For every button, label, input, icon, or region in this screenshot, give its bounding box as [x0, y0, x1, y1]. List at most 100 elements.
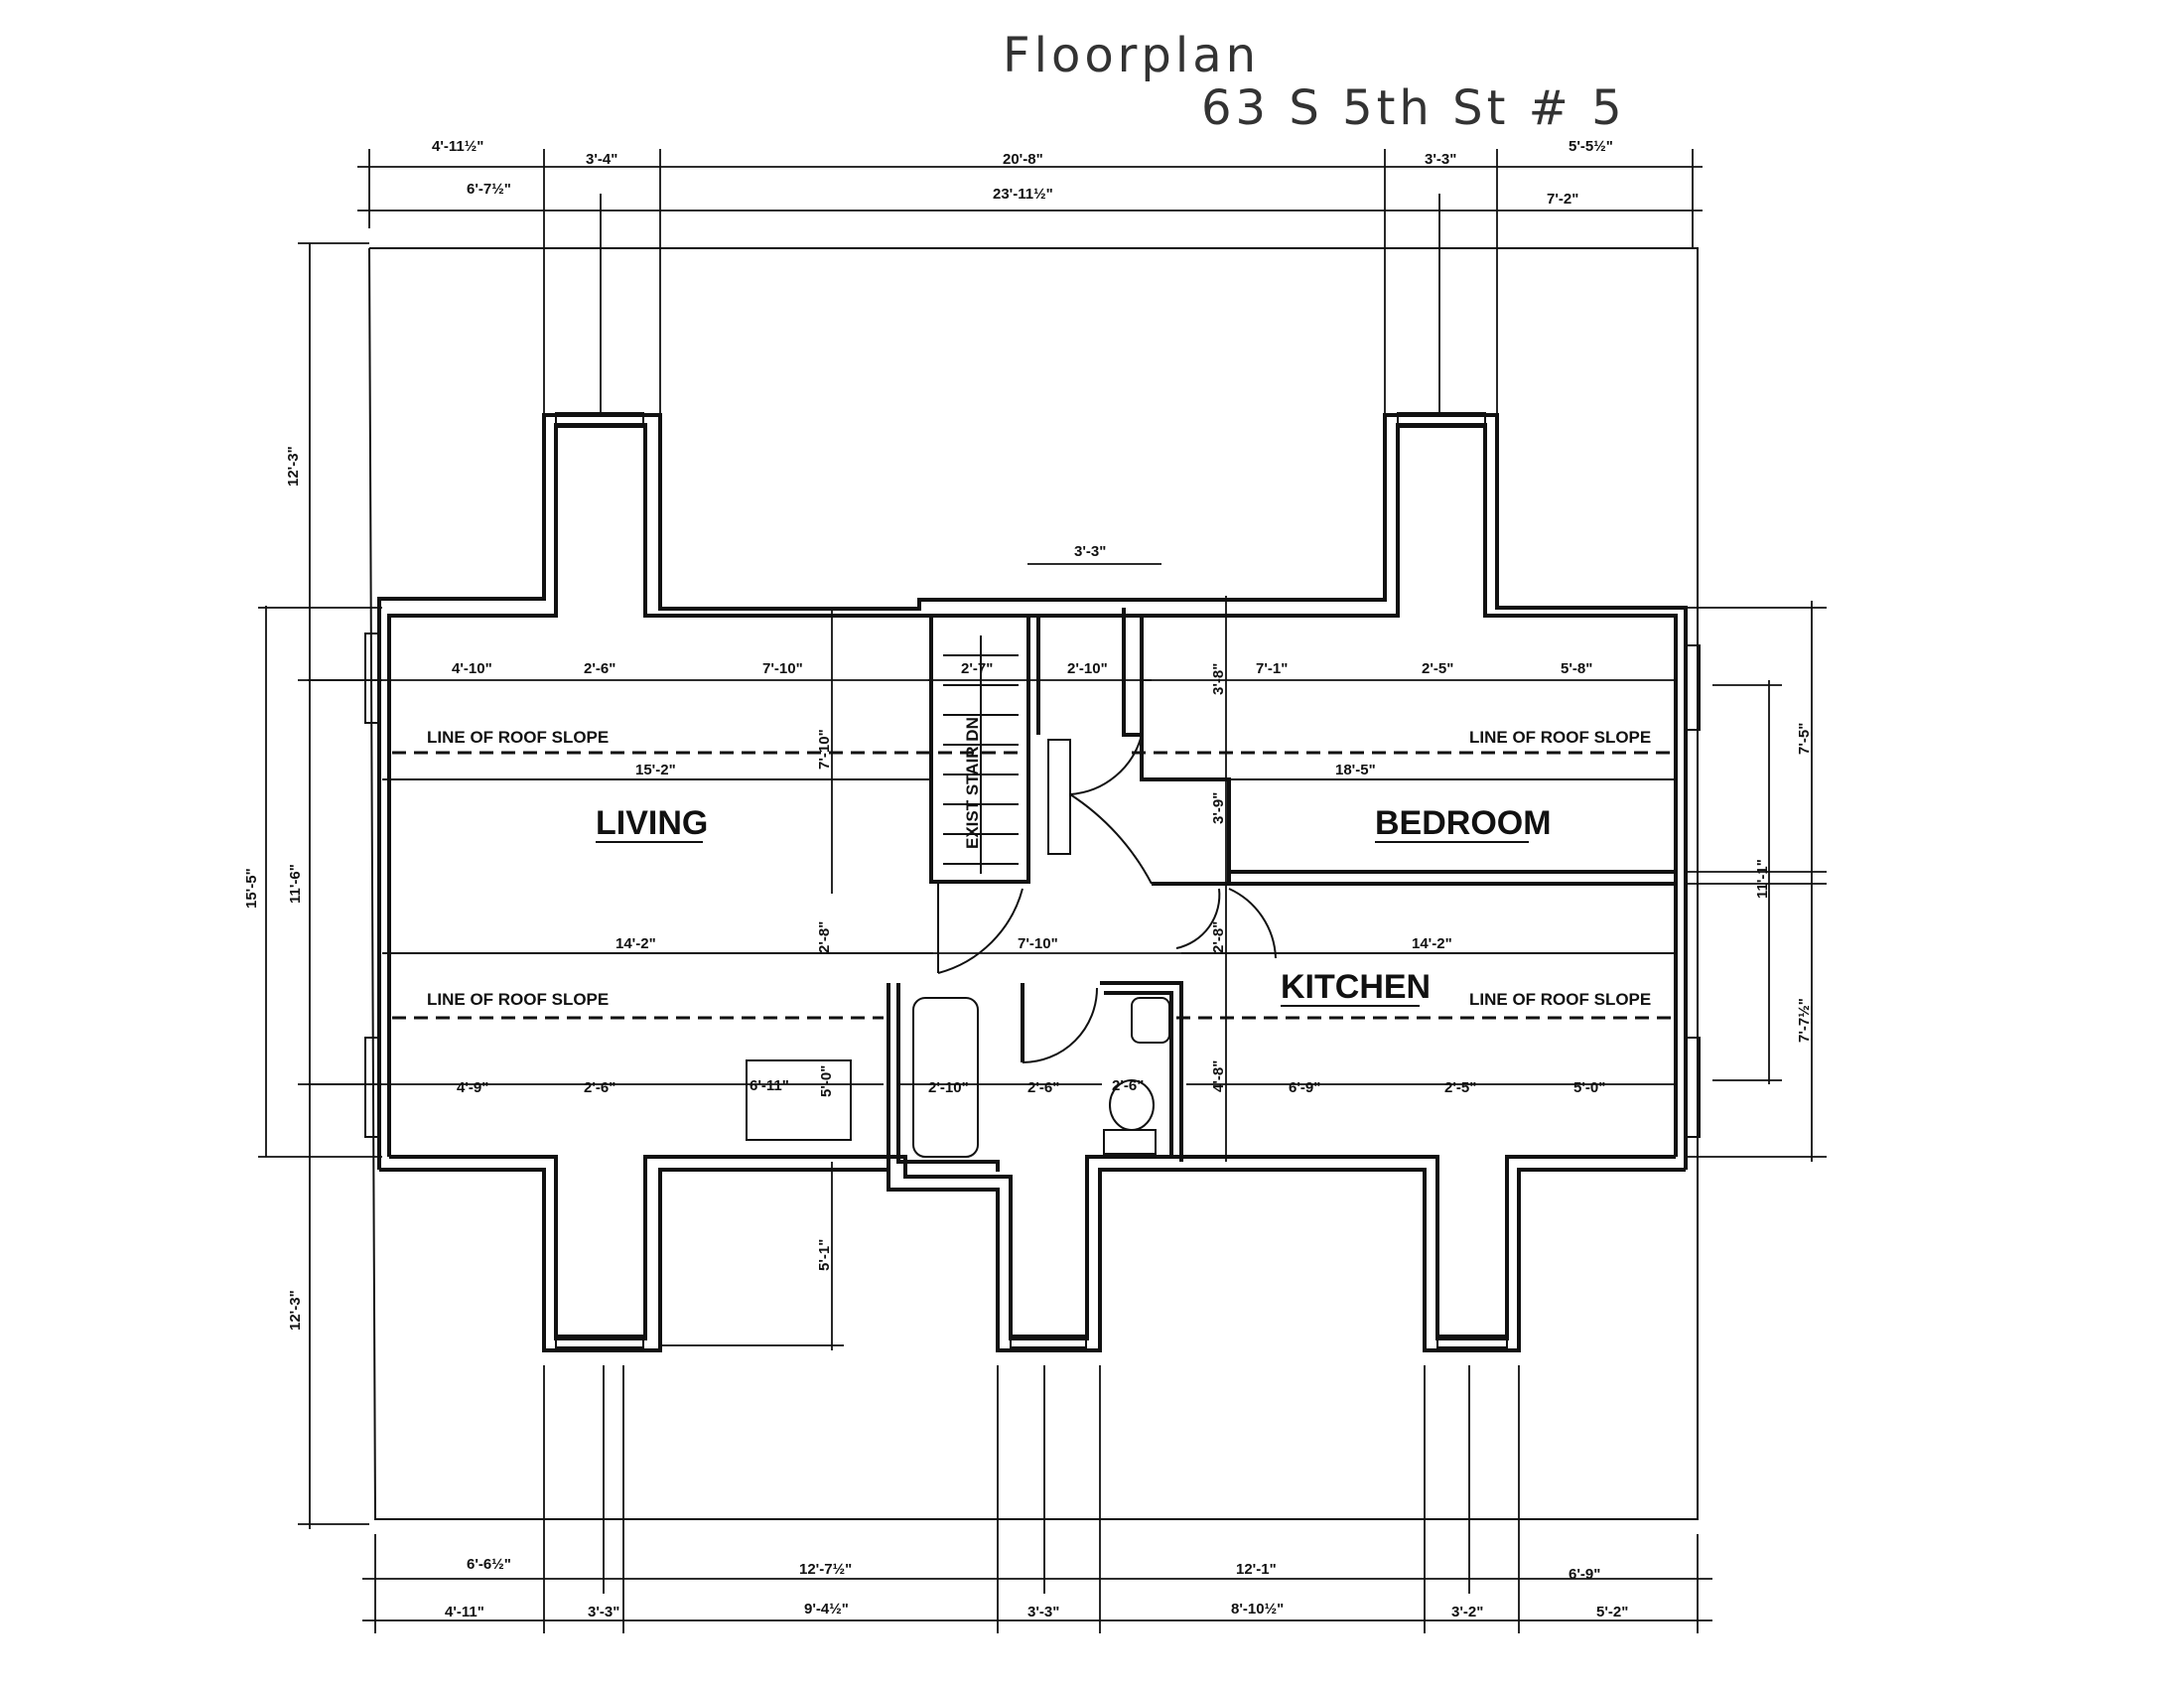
dim-kitchen-4: 5'-0"	[1573, 1079, 1605, 1096]
dim-bottom-10: 3'-2"	[1451, 1604, 1483, 1620]
dim-bath-3: 2'-6"	[1112, 1077, 1144, 1094]
stair-enclosure	[929, 614, 1030, 884]
dim-left-2: 15'-5"	[243, 868, 260, 909]
dim-kitchen-vert: 2'-8"	[1210, 921, 1227, 953]
dim-bedroom-depth: 3'-9"	[1210, 792, 1227, 824]
dim-upper-4: 2'-7"	[961, 660, 993, 677]
stair-label: EXIST STAIR DN	[963, 717, 982, 849]
dim-bottom-7: 9'-4½"	[804, 1601, 849, 1618]
kitchen-door-swing	[1175, 888, 1221, 949]
upper-wall-outline	[377, 413, 1688, 650]
lower-wall-inner	[389, 1155, 1676, 1340]
stair-treads	[943, 635, 1019, 874]
stair-door-swing	[937, 888, 1024, 974]
dim-lower-span-left: 14'-2"	[615, 935, 656, 952]
title-floorplan: Floorplan	[1003, 28, 1260, 83]
dim-right-3: 7'-7½"	[1796, 998, 1813, 1043]
sink	[1131, 997, 1170, 1044]
toilet-tank	[1103, 1129, 1157, 1155]
window-lower-center	[1010, 1335, 1087, 1348]
dim-top-1: 4'-11½"	[432, 138, 483, 155]
upper-wall-inner	[387, 423, 1678, 650]
dim-kitchen-2: 6'-9"	[1289, 1079, 1320, 1096]
dim-bottom-1: 6'-6½"	[467, 1556, 511, 1573]
dim-bath-1: 2'-10"	[928, 1079, 969, 1096]
dim-lower-1: 4'-9"	[457, 1079, 488, 1096]
right-dimension-lines	[1686, 601, 1827, 1162]
dim-bottom-9: 8'-10½"	[1231, 1601, 1284, 1618]
room-bedroom: BEDROOM	[1375, 804, 1552, 842]
roof-slope-label-3: LINE OF ROOF SLOPE	[427, 990, 609, 1009]
top-dimension-lines	[357, 149, 1703, 417]
title-address: 63 S 5th St # 5	[1201, 80, 1626, 136]
left-dimension-lines	[258, 242, 382, 1529]
dim-upper-5: 2'-10"	[1067, 660, 1108, 677]
roof-outline	[368, 247, 1699, 1520]
dim-bottom-5: 4'-11"	[445, 1604, 484, 1620]
window-lower-left	[555, 1335, 644, 1348]
dim-closet-1: 6'-11"	[750, 1077, 789, 1094]
dim-left-3: 11'-6"	[287, 864, 304, 904]
dim-bottom-4: 6'-9"	[1569, 1566, 1600, 1583]
dim-living-depth: 7'-10"	[816, 729, 833, 770]
dim-right-1: 7'-5"	[1796, 723, 1813, 755]
dim-top-7: 23'-11½"	[993, 186, 1053, 203]
dim-left-4: 12'-3"	[287, 1290, 304, 1331]
dim-kitchen-1: 4'-8"	[1210, 1060, 1227, 1092]
window-right-lower	[1685, 1037, 1701, 1138]
dim-bedroom-width: 18'-5"	[1335, 762, 1376, 778]
dim-upper-1: 4'-10"	[452, 660, 492, 677]
dim-top-4: 3'-3"	[1425, 151, 1456, 168]
dim-bath-2: 2'-6"	[1027, 1079, 1059, 1096]
dim-bottom-2: 12'-7½"	[799, 1561, 852, 1578]
bathtub	[912, 997, 979, 1158]
dim-living-width: 15'-2"	[635, 762, 676, 778]
dim-upper-7: 2'-5"	[1422, 660, 1453, 677]
window-right-upper	[1685, 644, 1701, 731]
dim-stair-width: 3'-3"	[1074, 543, 1106, 560]
bottom-dimension-lines	[362, 1365, 1712, 1633]
roof-slope-label-1: LINE OF ROOF SLOPE	[427, 728, 609, 747]
window-upper-left	[555, 412, 644, 428]
bedroom-door-swing	[1228, 888, 1277, 959]
bath-wall	[887, 981, 1183, 1172]
hall-door-swing	[1069, 793, 1153, 885]
lower-wall-outline	[379, 1168, 1686, 1352]
bath-door-swing	[1022, 987, 1098, 1063]
dim-lower-left-vert: 2'-8"	[816, 921, 833, 953]
dim-lower-2: 2'-6"	[584, 1079, 615, 1096]
dim-upper-8: 5'-8"	[1561, 660, 1592, 677]
dim-bottom-11: 5'-2"	[1596, 1604, 1628, 1620]
window-left-upper	[364, 633, 380, 724]
window-lower-right	[1436, 1335, 1508, 1348]
dim-upper-6: 7'-1"	[1256, 660, 1288, 677]
dim-lower-span-mid: 7'-10"	[1018, 935, 1058, 952]
roof-slope-label-4: LINE OF ROOF SLOPE	[1469, 990, 1651, 1009]
dim-bottom-dormer: 5'-1"	[816, 1239, 833, 1271]
dim-bottom-6: 3'-3"	[588, 1604, 619, 1620]
dim-top-5: 5'-5½"	[1569, 138, 1613, 155]
dim-upper-2: 2'-6"	[584, 660, 615, 677]
dim-left-1: 12'-3"	[285, 446, 302, 487]
dim-bottom-8: 3'-3"	[1027, 1604, 1059, 1620]
dim-upper-3: 7'-10"	[762, 660, 803, 677]
dim-right-2: 11'-1"	[1754, 859, 1771, 899]
roof-slope-label-2: LINE OF ROOF SLOPE	[1469, 728, 1651, 747]
window-upper-right	[1397, 412, 1486, 428]
dim-top-3: 20'-8"	[1003, 151, 1043, 168]
dim-bottom-3: 12'-1"	[1236, 1561, 1277, 1578]
room-living: LIVING	[596, 804, 708, 842]
window-left-lower	[364, 1037, 380, 1138]
dim-kitchen-3: 2'-5"	[1444, 1079, 1476, 1096]
dim-closet-2: 5'-0"	[818, 1065, 835, 1097]
dim-top-6: 6'-7½"	[467, 181, 511, 198]
dim-lower-span-right: 14'-2"	[1412, 935, 1452, 952]
dim-top-8: 7'-2"	[1547, 191, 1578, 208]
closet-door-swing	[1069, 734, 1143, 795]
living-closet	[746, 1059, 852, 1141]
dim-top-2: 3'-4"	[586, 151, 617, 168]
dim-upper-9: 3'-8"	[1210, 663, 1227, 695]
bedroom-wall	[1140, 616, 1678, 886]
closet-door-panel	[1047, 739, 1071, 855]
